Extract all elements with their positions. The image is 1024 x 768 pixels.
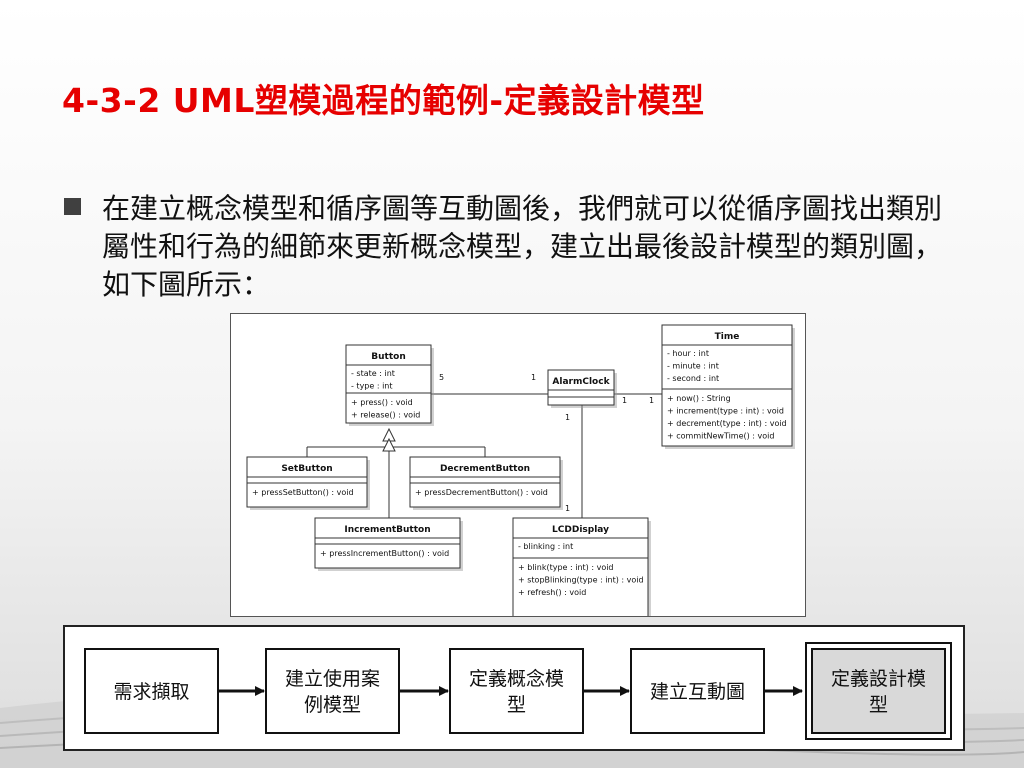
process-step-label: 例模型 — [304, 694, 361, 716]
process-flow-panel: 需求擷取建立使用案例模型定義概念模型建立互動圖定義設計模型 — [63, 625, 965, 751]
uml-multiplicity: 1 — [622, 396, 627, 405]
uml-class-setbutton: SetButton + pressSetButton() : void — [246, 456, 370, 510]
uml-class-lcddisplay: LCDDisplay - blinking : int + blink(type :… — [512, 517, 651, 616]
uml-attribute: - minute : int — [667, 362, 719, 371]
uml-operation: + increment(type : int) : void — [667, 407, 784, 416]
uml-operation: + pressIncrementButton() : void — [320, 549, 449, 558]
process-step-5: 定義設計模型 — [805, 642, 952, 740]
slide-title: 4-3-2 UML塑模過程的範例-定義設計模型 — [62, 81, 705, 120]
uml-operation: + blink(type : int) : void — [518, 563, 614, 572]
uml-operation: + refresh() : void — [518, 588, 586, 597]
uml-class-diagram: Button - state : int - type : int + press()… — [230, 313, 806, 617]
uml-operation: + stopBlinking(type : int) : void — [518, 576, 644, 585]
uml-class-name: LCDDisplay — [552, 525, 609, 535]
bullet-text: 在建立概念模型和循序圖等互動圖後，我們就可以從循序圖找出類別屬性和行為的細節來更… — [102, 192, 943, 301]
process-step-label: 型 — [869, 694, 888, 716]
uml-operation: + pressDecrementButton() : void — [415, 488, 548, 497]
uml-multiplicity: 5 — [439, 373, 444, 382]
process-step-4: 建立互動圖 — [630, 648, 765, 734]
uml-attribute: - type : int — [351, 382, 393, 391]
uml-multiplicity: 1 — [565, 413, 570, 422]
uml-diagram-canvas: Button - state : int - type : int + press()… — [246, 324, 795, 616]
process-step-label: 建立使用案 — [285, 668, 380, 690]
uml-class-name: SetButton — [281, 464, 332, 474]
uml-multiplicity: 1 — [531, 373, 536, 382]
uml-operation: + release() : void — [351, 411, 420, 420]
uml-class-button: Button - state : int - type : int + press()… — [345, 344, 434, 426]
uml-multiplicity: 1 — [649, 396, 654, 405]
uml-class-alarmclock: AlarmClock — [547, 369, 617, 408]
uml-class-incrementbutton: IncrementButton + pressIncrementButton() … — [314, 517, 463, 571]
uml-operation: + pressSetButton() : void — [252, 488, 354, 497]
uml-attribute: - state : int — [351, 369, 395, 378]
process-step-label: 建立互動圖 — [650, 681, 745, 703]
uml-attribute: - hour : int — [667, 349, 709, 358]
uml-operation: + press() : void — [351, 398, 413, 407]
bullet-square-icon — [64, 198, 81, 215]
uml-operation: + now() : String — [667, 394, 731, 403]
uml-class-name: Time — [715, 332, 740, 342]
uml-class-time: Time - hour : int - minute : int - second :… — [661, 324, 795, 449]
process-step-label: 定義設計模 — [831, 668, 926, 690]
process-step-1: 需求擷取 — [84, 648, 219, 734]
process-step-label: 需求擷取 — [113, 681, 189, 703]
process-step-label: 定義概念模 — [469, 667, 564, 690]
uml-class-name: Button — [371, 352, 405, 362]
uml-multiplicity: 1 — [565, 504, 570, 513]
gen-triangle-icon — [382, 437, 396, 452]
uml-operation: + commitNewTime() : void — [667, 432, 774, 441]
uml-class-name: AlarmClock — [552, 377, 610, 387]
uml-class-decrementbutton: DecrementButton + pressDecrementButton() … — [409, 456, 563, 510]
uml-attribute: - second : int — [667, 374, 719, 383]
uml-class-name: IncrementButton — [344, 525, 430, 535]
uml-attribute: - blinking : int — [518, 542, 573, 551]
uml-operation: + decrement(type : int) : void — [667, 419, 787, 428]
process-step-label: 型 — [507, 694, 526, 716]
uml-class-name: DecrementButton — [440, 464, 530, 474]
